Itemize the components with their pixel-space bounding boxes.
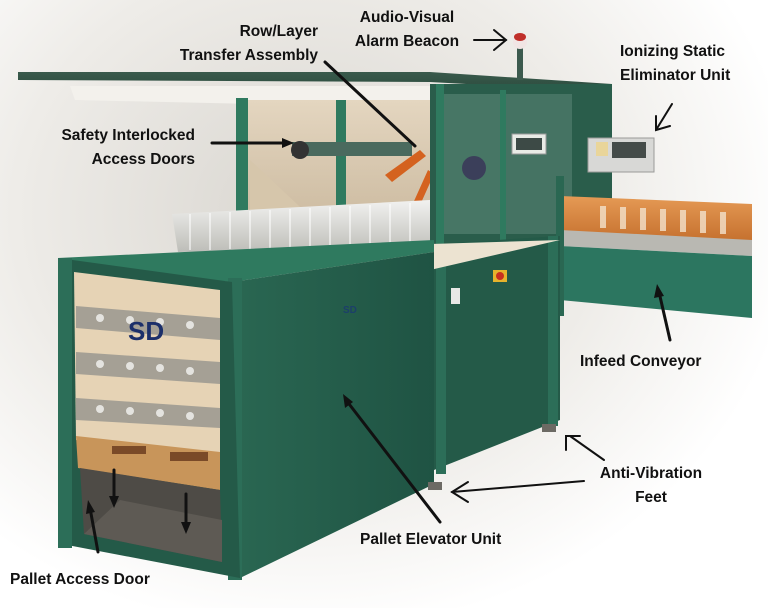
label-antivib-line1: Anti-Vibration [599, 465, 703, 482]
label-safety-line2: Access Doors [91, 151, 195, 168]
label-safety-interlocked-doors: Safety Interlocked Access Doors [20, 124, 195, 172]
label-elevator-text: Pallet Elevator Unit [360, 531, 502, 548]
label-beacon-line1: Audio-Visual [359, 9, 455, 26]
cardboard-logo: SD [128, 316, 164, 346]
infeed-conveyor [556, 176, 752, 318]
label-ionizer-line2: Eliminator Unit [620, 67, 731, 84]
label-ionizer-line1: Ionizing Static [620, 43, 726, 60]
label-anti-vibration-feet: Anti-Vibration Feet [586, 462, 716, 510]
callout-arrows [86, 29, 673, 554]
alarm-beacon [513, 33, 527, 80]
label-row-layer-line1: Row/Layer [239, 23, 318, 40]
label-alarm-beacon: Audio-Visual Alarm Beacon [342, 6, 472, 54]
label-pallet-access-door: Pallet Access Door [10, 568, 150, 592]
label-ionizing-static-eliminator: Ionizing Static Eliminator Unit [620, 40, 730, 88]
label-infeed-conveyor: Infeed Conveyor [580, 350, 701, 374]
label-pallet-elevator-unit: Pallet Elevator Unit [360, 528, 501, 552]
control-cabinet [430, 84, 612, 264]
lower-right-cabinet [434, 236, 560, 474]
label-antivib-line2: Feet [635, 489, 667, 506]
label-access-door-text: Pallet Access Door [10, 571, 150, 588]
label-safety-line1: Safety Interlocked [61, 127, 195, 144]
label-row-layer-transfer: Row/Layer Transfer Assembly [150, 20, 318, 68]
label-beacon-line2: Alarm Beacon [354, 33, 460, 50]
ionizer-unit [587, 137, 655, 173]
side-logo: SD [343, 305, 357, 316]
label-infeed-text: Infeed Conveyor [580, 353, 702, 370]
label-row-layer-line2: Transfer Assembly [179, 47, 318, 64]
pallet-elevator-unit: SD SD [58, 240, 442, 580]
